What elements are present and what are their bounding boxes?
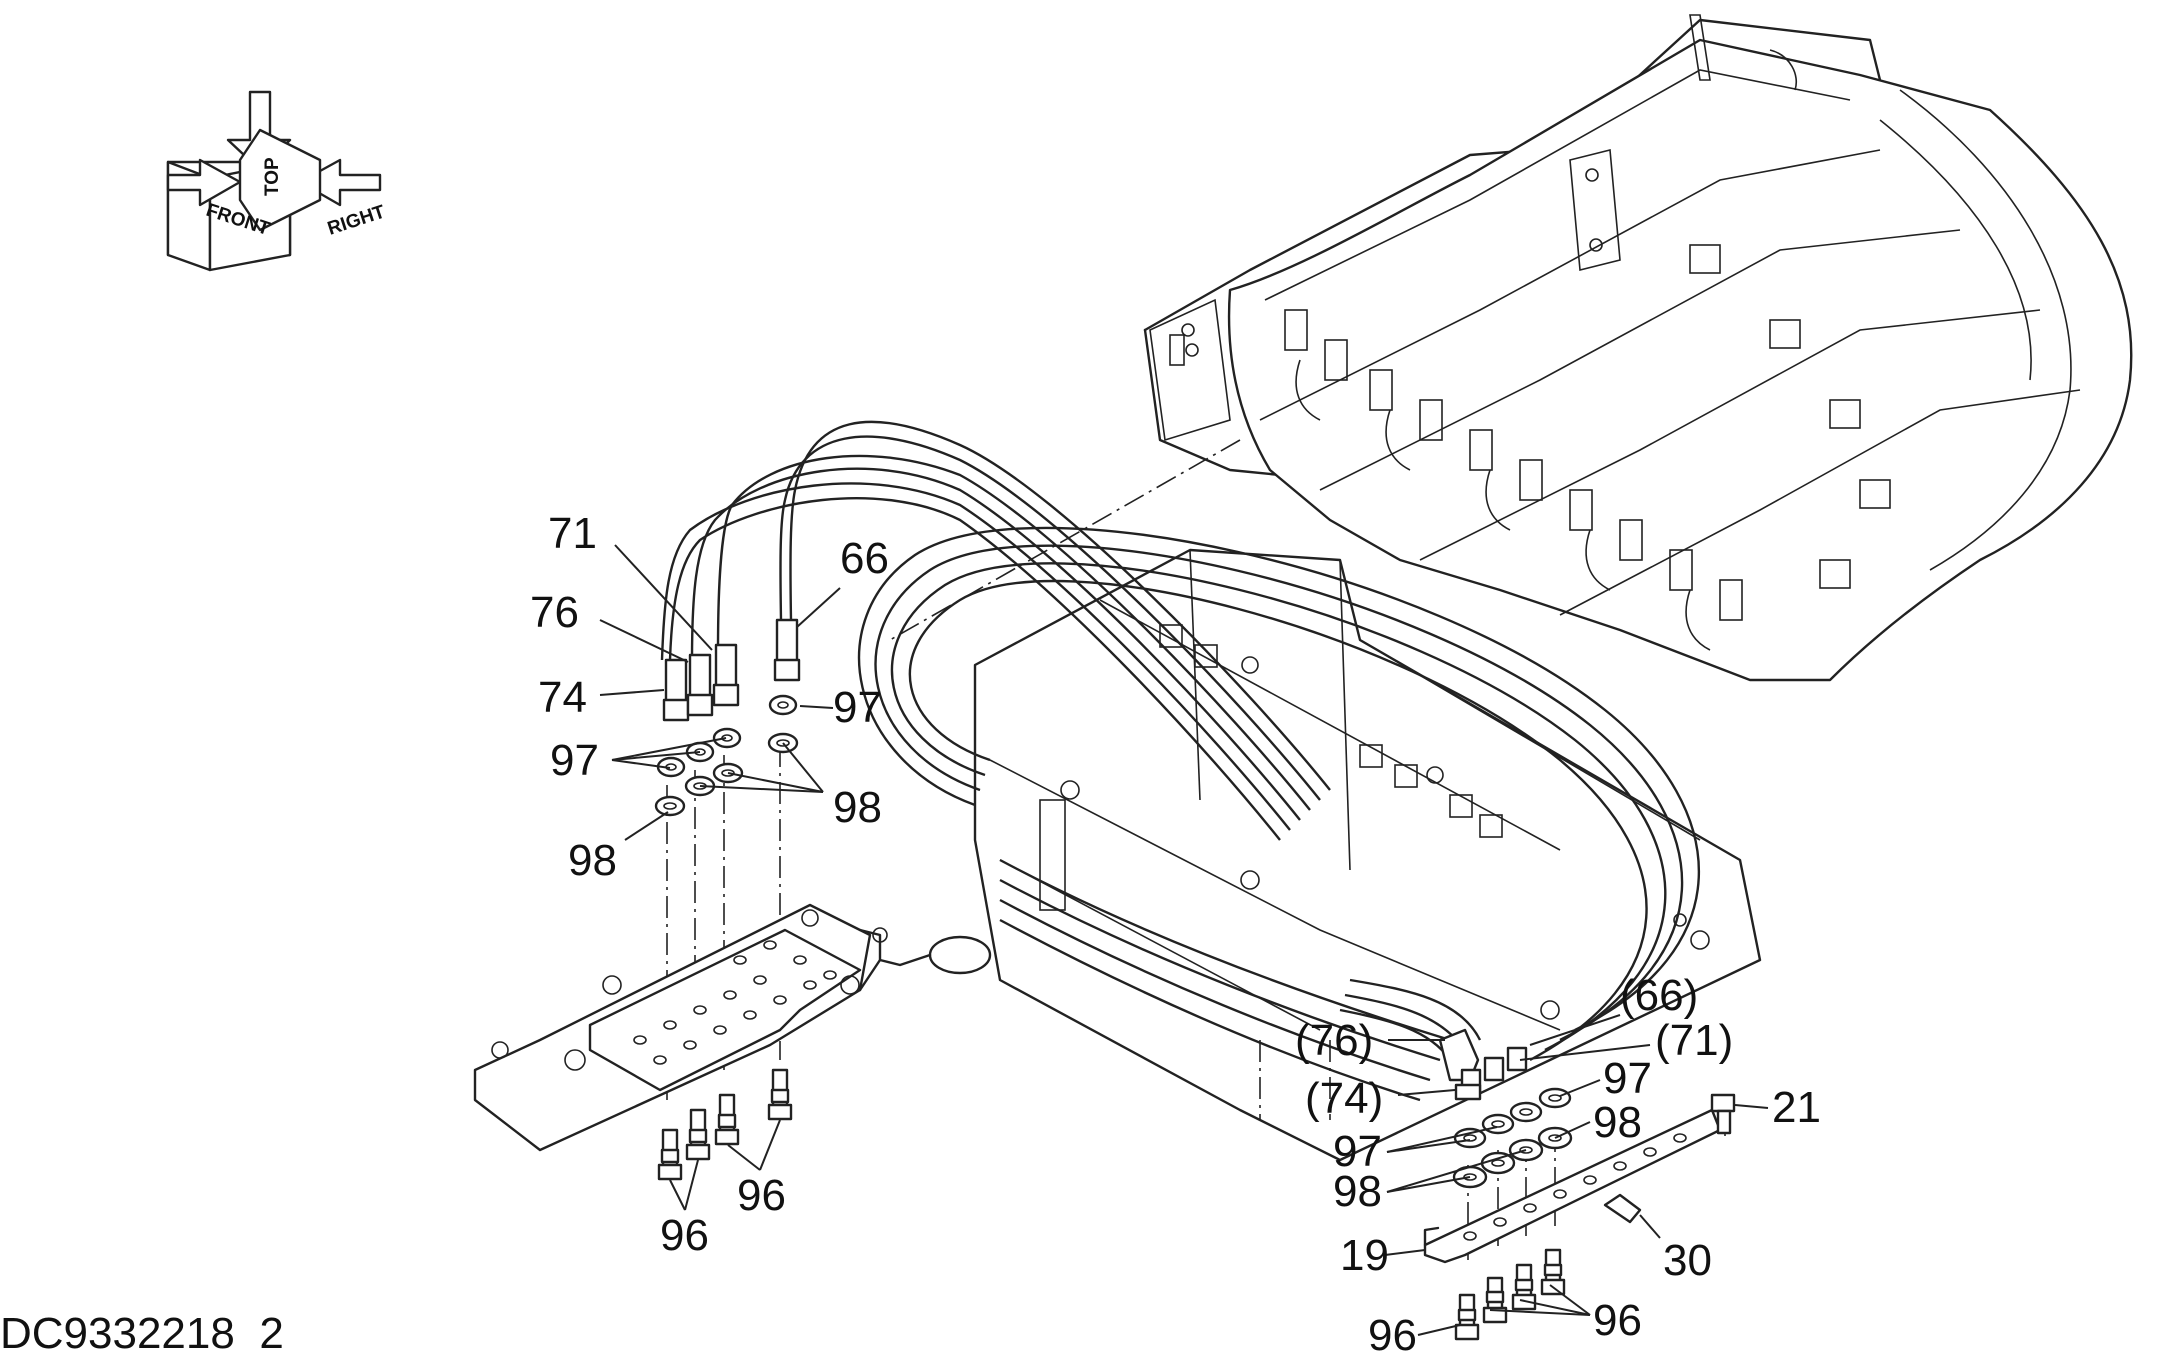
drawing-id: DC9332218_2: [0, 1309, 284, 1353]
callout-98-right: 98: [833, 783, 882, 832]
callout-74: 74: [538, 673, 587, 722]
callout-76: 76: [530, 588, 579, 637]
callout-71-ref: (71): [1655, 1016, 1733, 1065]
callout-97-right-left: 97: [1333, 1127, 1382, 1176]
callout-66: 66: [840, 534, 889, 583]
left-bolts: [657, 1068, 793, 1181]
left-hose-ends: [660, 420, 1331, 841]
callout-96-right: 96: [1593, 1296, 1642, 1345]
callout-74-ref: (74): [1305, 1074, 1383, 1123]
orientation-top: TOP: [262, 157, 283, 196]
callout-98-left: 98: [568, 836, 617, 885]
orientation-symbol: FRONT TOP RIGHT: [166, 90, 388, 272]
callout-98-right-left: 98: [1333, 1167, 1382, 1216]
callout-30: 30: [1663, 1236, 1712, 1285]
callout-19: 19: [1340, 1231, 1389, 1280]
cable-carrier: [1143, 14, 2133, 682]
right-side-assembly: [1339, 978, 1736, 1341]
callout-96-mid: 96: [737, 1171, 786, 1220]
mounting-bracket: [473, 903, 992, 1152]
callout-98-right-top: 98: [1593, 1098, 1642, 1147]
orientation-right: RIGHT: [325, 201, 388, 239]
hose-loop-and-guide: [857, 526, 1762, 1162]
callout-96-right-left: 96: [1368, 1311, 1417, 1353]
callout-66-ref: (66): [1620, 971, 1698, 1020]
callout-97-top: 97: [833, 683, 882, 732]
callout-97-right-top: 97: [1603, 1054, 1652, 1103]
callout-71: 71: [548, 509, 597, 558]
callout-97-left: 97: [550, 736, 599, 785]
callout-76-ref: (76): [1295, 1016, 1373, 1065]
callout-21: 21: [1772, 1083, 1821, 1132]
callouts: 71 76 74 66 97 97 98 98 96 96 (66) (76) …: [530, 509, 1821, 1353]
leader-lines: [599, 544, 1769, 1336]
callout-96-left: 96: [660, 1211, 709, 1260]
